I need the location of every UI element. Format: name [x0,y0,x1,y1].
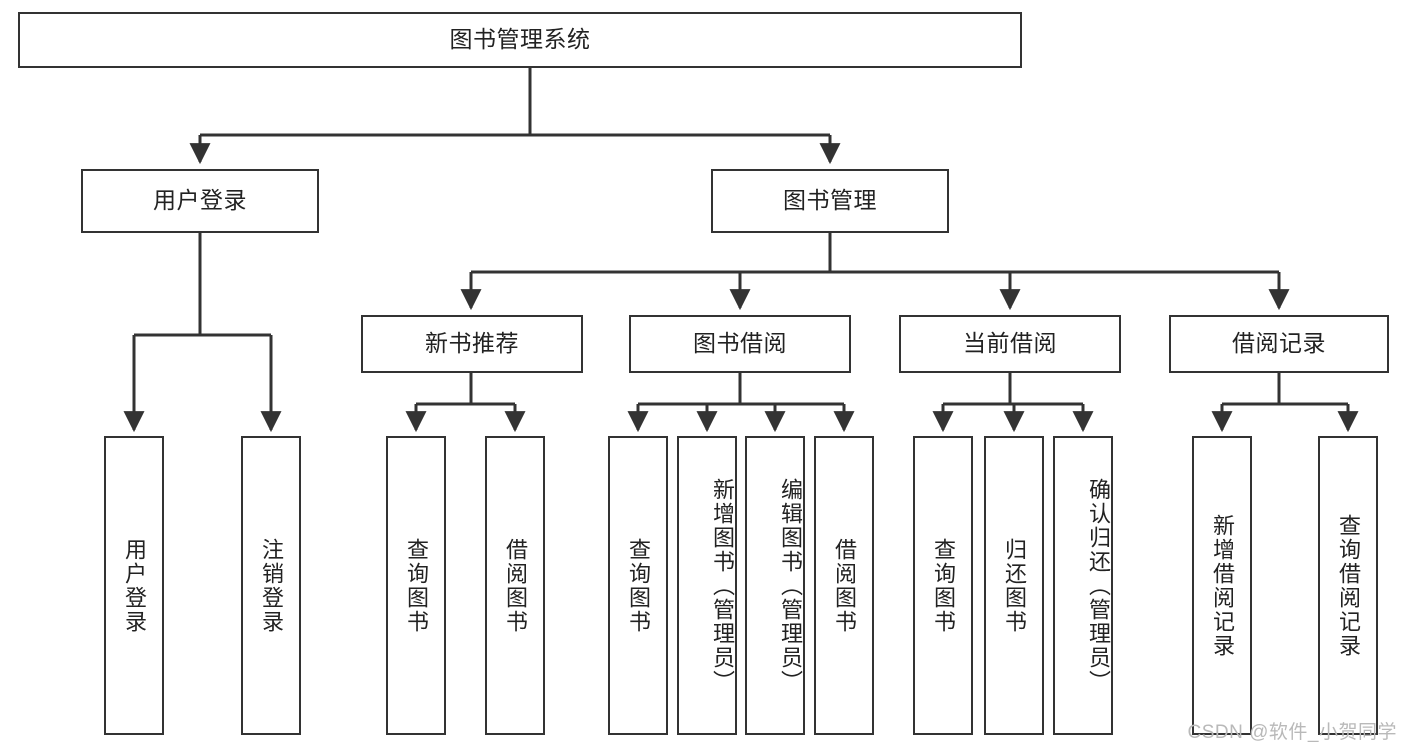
leaf-label: 注销登录 [258,537,284,634]
leaf-borrow-book[interactable]: 借阅图书 [814,436,874,735]
leaf-label: 查询图书 [625,537,651,634]
node-borrow-record[interactable]: 借阅记录 [1169,315,1389,373]
leaf-return-book[interactable]: 归还图书 [984,436,1044,735]
leaf-label: 确认归还（管理员） [1086,477,1111,694]
leaf-label: 查询借阅记录 [1335,513,1361,658]
leaf-label: 新增图书（管理员） [710,477,735,694]
leaf-label: 归还图书 [1001,537,1027,634]
leaf-label: 新增借阅记录 [1209,513,1235,658]
leaf-label: 借阅图书 [502,537,528,634]
leaf-query-borrow-record[interactable]: 查询借阅记录 [1318,436,1378,735]
node-root[interactable]: 图书管理系统 [18,12,1022,68]
leaf-add-book-admin[interactable]: 新增图书（管理员） [677,436,737,735]
leaf-borrow-book-newrec[interactable]: 借阅图书 [485,436,545,735]
leaf-label: 借阅图书 [831,537,857,634]
watermark-text: CSDN @软件_小贺同学 [1187,722,1397,743]
leaf-add-borrow-record[interactable]: 新增借阅记录 [1192,436,1252,735]
leaf-user-login[interactable]: 用户登录 [104,436,164,735]
leaf-confirm-return-admin[interactable]: 确认归还（管理员） [1053,436,1113,735]
leaf-edit-book-admin[interactable]: 编辑图书（管理员） [745,436,805,735]
leaf-label: 编辑图书（管理员） [778,477,803,694]
leaf-label: 查询图书 [930,537,956,634]
node-new-book-recommend[interactable]: 新书推荐 [361,315,583,373]
node-book-borrow[interactable]: 图书借阅 [629,315,851,373]
leaf-query-book-borrow[interactable]: 查询图书 [608,436,668,735]
leaf-label: 查询图书 [403,537,429,634]
leaf-label: 用户登录 [121,537,147,634]
node-book-management[interactable]: 图书管理 [711,169,949,233]
leaf-query-book-current[interactable]: 查询图书 [913,436,973,735]
node-current-borrow[interactable]: 当前借阅 [899,315,1121,373]
leaf-logout-login[interactable]: 注销登录 [241,436,301,735]
leaf-query-book-newrec[interactable]: 查询图书 [386,436,446,735]
node-user-login[interactable]: 用户登录 [81,169,319,233]
